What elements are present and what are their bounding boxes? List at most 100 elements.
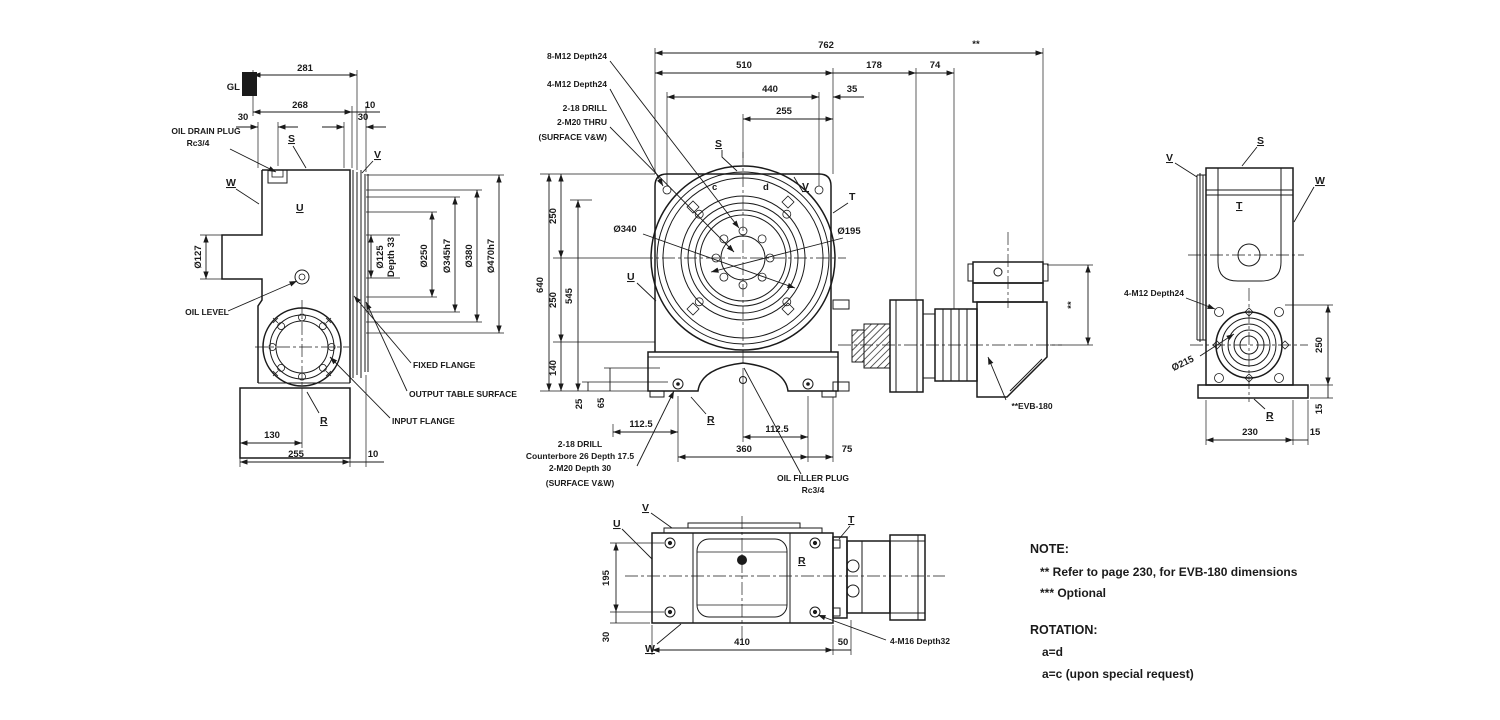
oil-drain-plug-shape (267, 169, 288, 184)
dim-250-top: 250 (548, 208, 559, 224)
motor-cap-hole (993, 267, 1003, 277)
flange-plates (352, 170, 369, 378)
callout-cb-line3: 2-M20 Depth 30 (549, 463, 612, 473)
front-view: 8-M12 Depth24 4-M12 Depth24 2-18 DRILL 2… (526, 39, 1093, 495)
callout-cb-line2: Counterbore 26 Depth 17.5 (526, 451, 634, 461)
dim-545: 545 (564, 287, 575, 304)
rotation-c-label: c (712, 182, 717, 193)
dim-dia125-depth: Depth 33 (386, 237, 397, 277)
callout-4m12: 4-M12 Depth24 (1124, 288, 1184, 298)
foot-pad-right (821, 390, 837, 398)
evb-180-label: **EVB-180 (1011, 401, 1052, 411)
surface-s-label: S (715, 138, 722, 150)
dim-762-star: ** (972, 39, 980, 50)
gl-marker (242, 72, 257, 96)
callout-4m16: 4-M16 Depth32 (890, 636, 950, 646)
dim-112-left: 112.5 (629, 419, 653, 430)
dim-dia340: Ø340 (613, 224, 636, 235)
surface-s-label: S (288, 133, 295, 145)
rotation-line-2: a=c (upon special request) (1042, 667, 1194, 681)
dim-255: 255 (776, 106, 793, 117)
input-face-circles (1190, 288, 1308, 402)
surface-r-label: R (1266, 410, 1274, 422)
oil-level-sight (294, 269, 310, 285)
rotation-title: ROTATION: (1030, 623, 1098, 637)
dim-130: 130 (264, 430, 280, 441)
body-outline (1205, 167, 1294, 386)
oil-level-sight-inner (298, 273, 306, 281)
dim-35: 35 (847, 84, 858, 95)
table-edge-plates (1196, 173, 1206, 342)
dim-dia195: Ø195 (837, 226, 861, 237)
surface-u-label: U (627, 271, 635, 283)
dim-178: 178 (866, 60, 882, 71)
oil-level-label: OIL LEVEL (185, 307, 229, 317)
housing-inner-profile (1217, 168, 1282, 282)
surface-t-label: T (849, 191, 856, 203)
surface-t-label: T (1236, 200, 1243, 212)
motor-bottom (832, 534, 926, 621)
body-outline (651, 532, 834, 624)
oil-drain-plug-label: OIL DRAIN PLUG (171, 126, 241, 136)
dim-dia345: Ø345h7 (442, 239, 453, 273)
base-plate (1197, 384, 1309, 399)
surface-v-label: V (374, 149, 381, 161)
dim-268: 268 (292, 100, 308, 111)
dim-30-right: 30 (358, 112, 369, 123)
dim-230: 230 (1242, 427, 1258, 438)
oil-drain-plug-inner (271, 169, 284, 178)
note-title: NOTE: (1030, 542, 1069, 556)
surface-w-label: W (645, 643, 655, 655)
dim-25: 25 (574, 398, 585, 409)
dim-evb-star: ** (1066, 301, 1077, 309)
evb-assembly (832, 232, 1062, 398)
dim-dia215: Ø215 (1170, 353, 1196, 373)
right-side-view: V S W T 4-M12 Depth24 Ø215 250 15 R 230 … (1124, 135, 1333, 445)
callout-cb-line1: 2-18 DRILL (558, 439, 602, 449)
oil-filler-plug-label: OIL FILLER PLUG (777, 473, 849, 483)
table-circles (640, 152, 846, 364)
surface-t-label: T (848, 514, 855, 526)
notes-block: NOTE: ** Refer to page 230, for EVB-180 … (1030, 542, 1298, 681)
foot-pad-left (649, 390, 665, 398)
dim-15-side: 15 (1314, 403, 1325, 414)
left-side-view: GL 281 268 10 30 (171, 63, 517, 467)
dim-30-left: 30 (238, 112, 249, 123)
note-line-1: ** Refer to page 230, for EVB-180 dimens… (1040, 565, 1298, 579)
note-line-2: *** Optional (1040, 586, 1106, 600)
surface-v-label: V (642, 502, 649, 514)
gl-label: GL (227, 82, 240, 93)
dim-250: 250 (1314, 337, 1325, 353)
dim-dia380: Ø380 (464, 244, 475, 267)
dim-74: 74 (930, 60, 941, 71)
dim-15-bottom: 15 (1310, 427, 1321, 438)
oil-filler-plug-thread: Rc3/4 (802, 485, 825, 495)
dim-dia125: Ø125 (375, 245, 386, 269)
surface-u-label: U (613, 518, 621, 530)
oil-drain-plug-thread: Rc3/4 (187, 138, 210, 148)
corner-bolts (664, 537, 821, 618)
dim-75: 75 (842, 444, 853, 455)
base-block (239, 387, 351, 459)
surface-u-label: U (296, 202, 304, 214)
dim-10-bottom: 10 (368, 449, 379, 460)
corner-bolt-right (814, 185, 824, 195)
dim-250-bottom: 250 (548, 292, 559, 308)
output-table-surface-label: OUTPUT TABLE SURFACE (409, 389, 517, 399)
rotation-line-1: a=d (1042, 645, 1063, 659)
callout-cb-line4: (SURFACE V&W) (546, 478, 615, 488)
dim-640: 640 (535, 277, 546, 293)
surface-v-label: V (802, 181, 809, 193)
surface-w-label: W (226, 177, 236, 189)
input-flange-label: INPUT FLANGE (392, 416, 455, 426)
dim-440: 440 (762, 84, 778, 95)
table-top-strip (687, 522, 801, 529)
housing-outline (221, 169, 351, 383)
input-flange-plate (889, 299, 924, 393)
dim-281: 281 (297, 63, 314, 74)
dim-30: 30 (601, 632, 612, 643)
dim-255: 255 (288, 449, 305, 460)
dim-dia127: Ø127 (193, 245, 204, 268)
